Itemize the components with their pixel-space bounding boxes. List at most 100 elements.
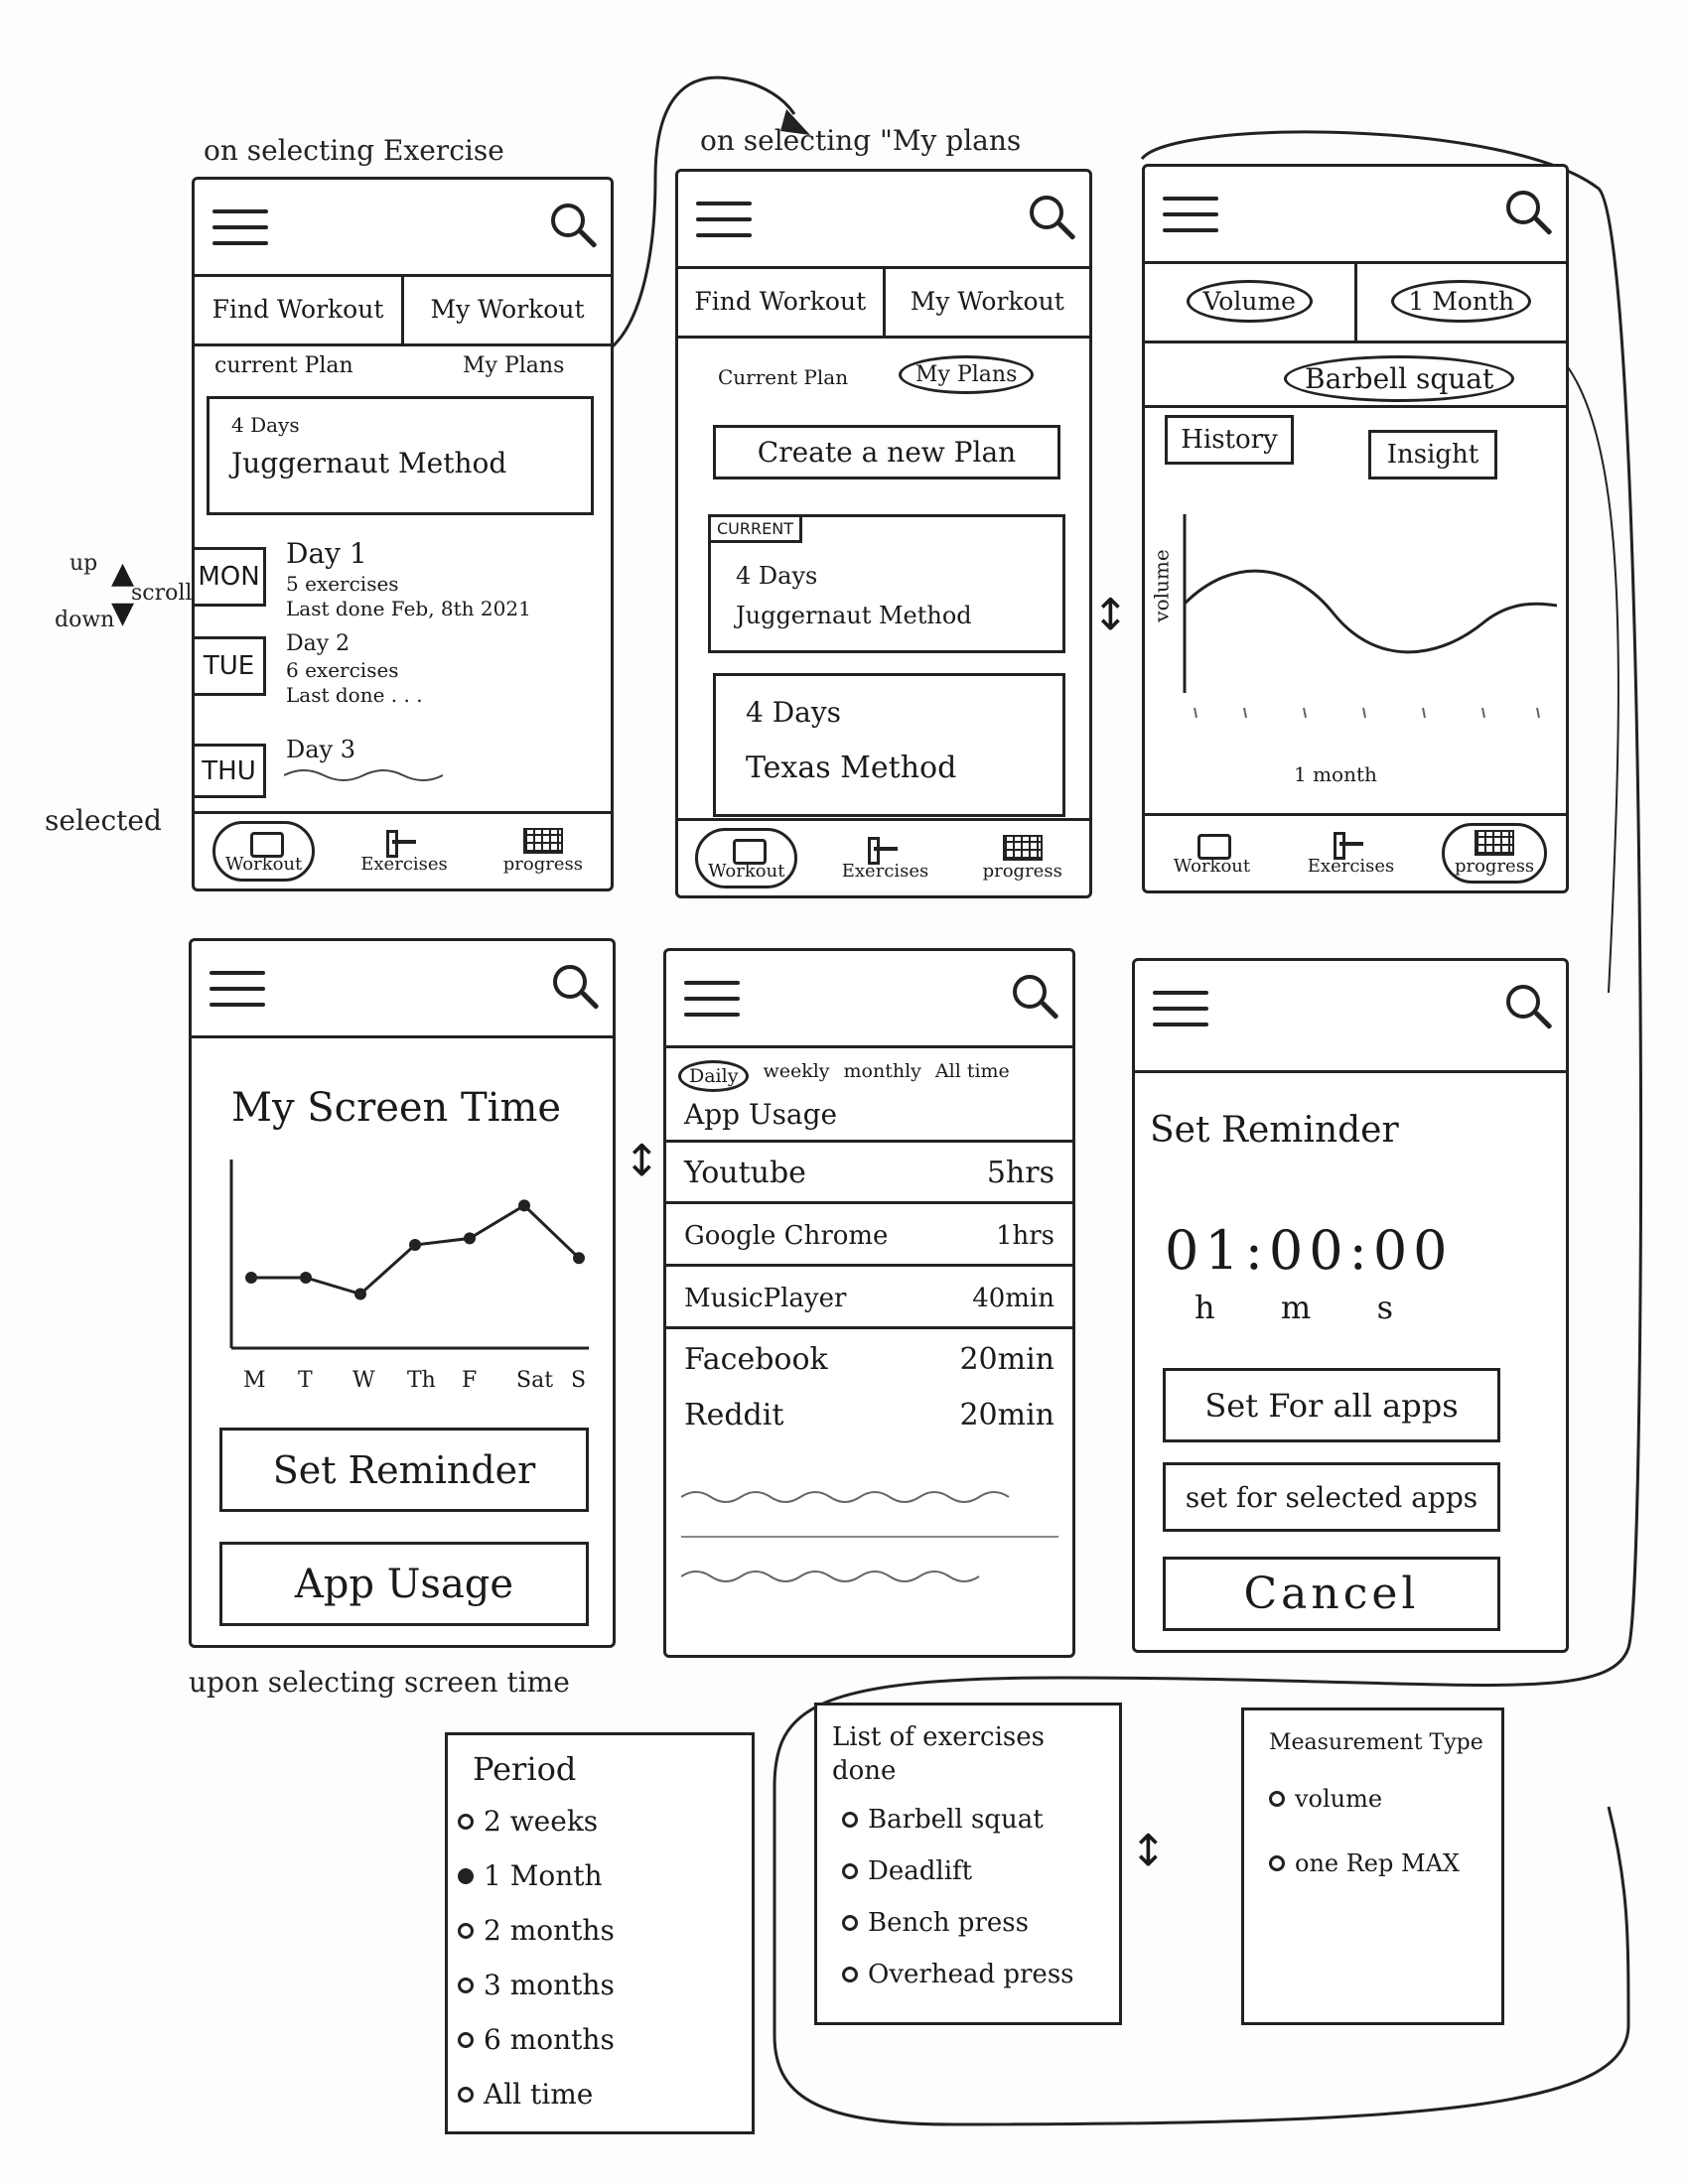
- dumbbell-icon: [866, 835, 906, 865]
- nav-workout-label: Workout: [708, 861, 785, 882]
- insight-tab[interactable]: Insight: [1368, 430, 1497, 479]
- search-icon[interactable]: [553, 965, 587, 999]
- app-row[interactable]: Facebook 20min: [666, 1332, 1072, 1387]
- radio-option[interactable]: 3 months: [458, 1969, 615, 2001]
- plan-card-current[interactable]: CURRENT 4 Days Juggernaut Method: [708, 514, 1065, 653]
- filter-all-time[interactable]: All time: [934, 1060, 1010, 1082]
- search-icon[interactable]: [1506, 191, 1540, 224]
- radio-option[interactable]: 6 months: [458, 2023, 615, 2056]
- nav-exercises[interactable]: Exercises: [1298, 826, 1405, 881]
- popup-title: Period: [473, 1750, 577, 1788]
- radio-option[interactable]: Overhead press: [842, 1960, 1074, 1989]
- radio-option[interactable]: 2 months: [458, 1914, 615, 1947]
- filter-monthly[interactable]: monthly: [843, 1060, 921, 1082]
- progress-filters: Volume 1 Month: [1145, 261, 1566, 343]
- nav-progress[interactable]: progress: [1441, 823, 1548, 884]
- nav-exercises[interactable]: Exercises: [351, 824, 458, 879]
- radio-option[interactable]: 1 Month: [458, 1859, 603, 1892]
- tab-my-workout[interactable]: My Workout: [910, 286, 1064, 316]
- set-selected-apps-button[interactable]: set for selected apps: [1163, 1462, 1500, 1532]
- menu-icon[interactable]: [696, 202, 752, 241]
- radio-option[interactable]: volume: [1269, 1785, 1382, 1813]
- popup-title: Measurement Type: [1269, 1730, 1483, 1755]
- history-tab[interactable]: History: [1165, 415, 1294, 465]
- tab-my-workout[interactable]: My Workout: [430, 294, 585, 324]
- my-plans-tab[interactable]: My Plans: [899, 355, 1035, 394]
- search-icon[interactable]: [1013, 975, 1047, 1009]
- period-filters: Daily weekly monthly All time: [678, 1060, 1010, 1092]
- reminder-time[interactable]: 01:00:00: [1165, 1219, 1454, 1282]
- set-all-apps-button[interactable]: Set For all apps: [1163, 1368, 1500, 1442]
- plan-card-texas[interactable]: 4 Days Texas Method: [713, 673, 1065, 817]
- annotation-screen4: upon selecting screen time: [189, 1666, 570, 1699]
- more-rows-scribble: [681, 1491, 1058, 1582]
- radio-option[interactable]: Bench press: [842, 1908, 1029, 1938]
- search-icon[interactable]: [1030, 196, 1063, 229]
- period-selector[interactable]: 1 Month: [1391, 279, 1532, 323]
- filter-weekly[interactable]: weekly: [763, 1060, 830, 1082]
- nav-progress[interactable]: progress: [973, 831, 1072, 886]
- app-time: 5hrs: [986, 1156, 1055, 1190]
- annotation-up: up: [70, 551, 98, 576]
- nav-exercises[interactable]: Exercises: [832, 831, 939, 886]
- exercise-selector[interactable]: Barbell squat: [1284, 355, 1515, 402]
- data-point-Sat[interactable]: [518, 1199, 530, 1212]
- menu-icon[interactable]: [212, 209, 268, 249]
- create-plan-button[interactable]: Create a new Plan: [713, 425, 1060, 479]
- app-name: Facebook: [684, 1342, 828, 1377]
- app-usage-button[interactable]: App Usage: [219, 1542, 589, 1626]
- search-icon[interactable]: [1506, 985, 1540, 1019]
- metric-selector[interactable]: Volume: [1186, 279, 1313, 323]
- day-badge-tue[interactable]: TUE: [195, 636, 266, 696]
- menu-icon[interactable]: [210, 971, 265, 1011]
- radio-icon: [458, 2031, 474, 2048]
- plan-days: 4 Days: [736, 562, 818, 590]
- my-plans-link[interactable]: My Plans: [463, 353, 565, 378]
- nav-workout[interactable]: Workout: [211, 821, 316, 882]
- current-plan-label[interactable]: current Plan: [214, 353, 353, 378]
- data-point-S[interactable]: [573, 1252, 585, 1265]
- nav-workout[interactable]: Workout: [695, 828, 798, 888]
- menu-icon[interactable]: [1153, 991, 1208, 1030]
- radio-icon: [1269, 1791, 1285, 1807]
- data-point-T[interactable]: [300, 1272, 312, 1284]
- radio-option[interactable]: All time: [458, 2078, 593, 2111]
- radio-icon: [458, 2086, 474, 2103]
- day-badge-mon[interactable]: MON: [195, 547, 266, 607]
- data-point-F[interactable]: [464, 1232, 476, 1245]
- radio-icon: [1269, 1855, 1285, 1871]
- nav-workout[interactable]: Workout: [1164, 826, 1260, 881]
- current-plan-card[interactable]: 4 Days Juggernaut Method: [207, 396, 594, 515]
- search-icon[interactable]: [551, 204, 585, 237]
- cancel-button[interactable]: Cancel: [1163, 1557, 1500, 1631]
- current-plan-link[interactable]: Current Plan: [718, 365, 849, 389]
- radio-option[interactable]: Deadlift: [842, 1856, 972, 1886]
- tab-find-workout[interactable]: Find Workout: [678, 266, 886, 336]
- radio-label: 1 Month: [484, 1859, 603, 1892]
- radio-option[interactable]: 2 weeks: [458, 1805, 598, 1838]
- tab-find-workout[interactable]: Find Workout: [195, 274, 404, 343]
- radio-icon: [842, 1812, 858, 1828]
- set-reminder-button[interactable]: Set Reminder: [219, 1428, 589, 1512]
- data-point-Th[interactable]: [409, 1239, 421, 1251]
- radio-label: All time: [484, 2078, 594, 2111]
- data-point-W[interactable]: [354, 1288, 366, 1300]
- nav-progress[interactable]: progress: [493, 824, 593, 879]
- data-point-M[interactable]: [245, 1272, 257, 1284]
- radio-option[interactable]: Barbell squat: [842, 1805, 1044, 1835]
- day-badge-thu[interactable]: THU: [195, 744, 266, 798]
- menu-icon[interactable]: [684, 981, 740, 1021]
- divider: [666, 1140, 1072, 1143]
- radio-option[interactable]: one Rep MAX: [1269, 1849, 1460, 1877]
- filter-daily[interactable]: Daily: [678, 1060, 750, 1092]
- app-time: 20min: [959, 1342, 1055, 1377]
- day1-exercises: 5 exercises: [286, 572, 399, 596]
- menu-icon[interactable]: [1163, 197, 1218, 236]
- scribble-line: [284, 769, 443, 781]
- workout-icon: [1192, 830, 1232, 860]
- flow-arrow: [595, 75, 810, 359]
